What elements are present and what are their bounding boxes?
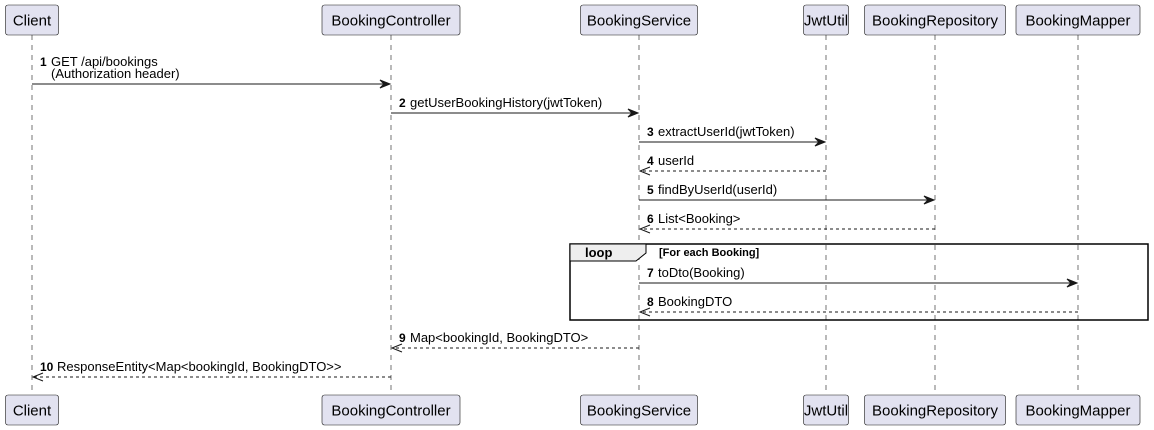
participant-label: BookingController	[331, 403, 450, 420]
message-2: 2 getUserBookingHistory(jwtToken)	[391, 95, 640, 118]
message-number: 10	[40, 360, 54, 374]
message-number: 9	[399, 331, 406, 345]
arrowhead	[1066, 278, 1079, 288]
message-text: (Authorization header)	[51, 66, 180, 81]
participant-service-bottom: BookingService	[580, 394, 698, 426]
participant-mapper-bottom: BookingMapper	[1015, 394, 1141, 426]
loop-guard: [For each Booking]	[659, 247, 760, 259]
participant-box	[864, 394, 1006, 426]
participant-box	[580, 4, 698, 36]
participant-box	[5, 394, 59, 426]
participant-jwt-bottom: JwtUtil	[803, 394, 849, 426]
loop-fragment: loop [For each Booking]	[569, 243, 1149, 321]
loop-label: loop	[585, 245, 612, 260]
participant-label: BookingMapper	[1025, 13, 1130, 30]
participant-service-top: BookingService	[580, 4, 698, 36]
participant-box	[803, 394, 849, 426]
message-number: 1	[40, 55, 47, 69]
participant-repo-bottom: BookingRepository	[864, 394, 1006, 426]
participant-label: JwtUtil	[804, 403, 848, 420]
participant-box	[803, 4, 849, 36]
message-7: 7 toDto(Booking)	[639, 265, 1079, 288]
message-text: GET /api/bookings	[51, 54, 158, 69]
participant-label: JwtUtil	[804, 13, 848, 30]
participant-label: BookingService	[587, 403, 691, 420]
message-number: 3	[647, 125, 654, 139]
participant-box	[321, 394, 461, 426]
participant-box	[1015, 4, 1141, 36]
participant-label: BookingMapper	[1025, 403, 1130, 420]
message-number: 5	[647, 183, 654, 197]
message-text: ResponseEntity<Map<bookingId, BookingDTO…	[57, 359, 342, 374]
participant-client-top: Client	[5, 4, 59, 36]
message-text: toDto(Booking)	[658, 265, 745, 280]
participant-label: Client	[13, 13, 52, 30]
participant-jwt-top: JwtUtil	[803, 4, 849, 36]
message-text: List<Booking>	[658, 211, 740, 226]
message-1: 1 GET /api/bookings(Authorization header)	[32, 54, 392, 89]
participant-controller-top: BookingController	[321, 4, 461, 36]
message-number: 8	[647, 295, 654, 309]
participant-box	[580, 394, 698, 426]
message-8: 8 BookingDTO	[638, 294, 1078, 317]
arrowhead	[31, 372, 44, 382]
arrowhead	[379, 79, 392, 89]
message-text: BookingDTO	[658, 294, 732, 309]
message-number: 4	[647, 154, 654, 168]
participant-box	[864, 4, 1006, 36]
message-number: 6	[647, 212, 654, 226]
message-3: 3 extractUserId(jwtToken)	[639, 124, 827, 147]
message-text: findByUserId(userId)	[658, 182, 777, 197]
arrowhead	[390, 343, 403, 353]
message-number: 7	[647, 266, 654, 280]
participant-label: BookingController	[331, 13, 450, 30]
participant-label: BookingService	[587, 13, 691, 30]
loop-tab	[569, 243, 647, 262]
arrowhead	[627, 108, 640, 118]
participant-mapper-top: BookingMapper	[1015, 4, 1141, 36]
arrowhead	[638, 224, 651, 234]
message-4: 4 userId	[638, 153, 826, 176]
message-text: userId	[658, 153, 694, 168]
arrowhead	[638, 166, 651, 176]
participant-controller-bottom: BookingController	[321, 394, 461, 426]
message-9: 9 Map<bookingId, BookingDTO>	[390, 330, 639, 353]
arrowhead	[923, 195, 936, 205]
message-number: 2	[399, 96, 406, 110]
participant-box	[5, 4, 59, 36]
arrowhead	[638, 307, 651, 317]
participant-box	[1015, 394, 1141, 426]
participant-client-bottom: Client	[5, 394, 59, 426]
loop-frame	[569, 243, 1149, 321]
participant-label: Client	[13, 403, 52, 420]
message-5: 5 findByUserId(userId)	[639, 182, 936, 205]
participant-box	[321, 4, 461, 36]
message-text: Map<bookingId, BookingDTO>	[410, 330, 588, 345]
message-text: getUserBookingHistory(jwtToken)	[410, 95, 602, 110]
participant-label: BookingRepository	[872, 13, 998, 30]
arrowhead	[814, 137, 827, 147]
message-6: 6 List<Booking>	[638, 211, 935, 234]
participant-repo-top: BookingRepository	[864, 4, 1006, 36]
participant-label: BookingRepository	[872, 403, 998, 420]
message-text: extractUserId(jwtToken)	[658, 124, 795, 139]
